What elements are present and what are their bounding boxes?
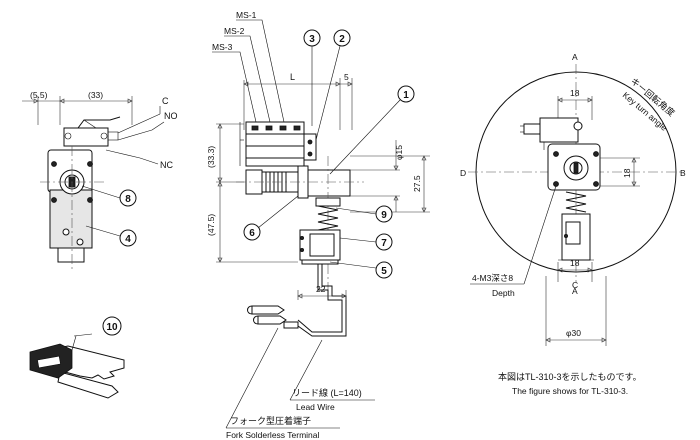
figure-note-jp: 本図はTL-310-3を示したものです。 bbox=[498, 371, 642, 382]
dim-5-top: 5 bbox=[344, 72, 349, 82]
dim-22: 22 bbox=[316, 284, 326, 294]
terminal-no-label: NO bbox=[164, 111, 178, 121]
figure-note-en: The figure shows for TL-310-3. bbox=[512, 386, 628, 396]
svg-text:3: 3 bbox=[309, 34, 315, 45]
dim-5-5-left: (5.5) bbox=[30, 90, 48, 100]
dim-18-right: 18 bbox=[622, 168, 632, 178]
svg-text:5: 5 bbox=[381, 266, 387, 277]
m3-depth-en: Depth bbox=[492, 288, 515, 298]
svg-text:8: 8 bbox=[125, 194, 131, 205]
svg-text:6: 6 bbox=[249, 228, 255, 239]
callout-6: 6 bbox=[243, 223, 261, 241]
right-front-view: A A B D C キー回転角度 Key turn angle 18 bbox=[460, 52, 686, 346]
callout-3: 3 bbox=[303, 29, 321, 47]
terminal-c-label: C bbox=[162, 96, 169, 106]
svg-text:2: 2 bbox=[339, 34, 345, 45]
fork-terminal-en: Fork Solderless Terminal bbox=[226, 430, 319, 440]
dim-18-top: 18 bbox=[570, 88, 580, 98]
callout-7: 7 bbox=[375, 233, 393, 251]
axis-c-bottom: C bbox=[572, 280, 578, 290]
axis-d: D bbox=[460, 168, 466, 178]
svg-text:10: 10 bbox=[106, 322, 118, 333]
dim-33-left: (33) bbox=[88, 90, 103, 100]
callout-8: 8 bbox=[119, 189, 137, 207]
terminal-nc-label: NC bbox=[160, 160, 173, 170]
fork-terminal-jp: フォーク型圧着端子 bbox=[230, 415, 311, 426]
svg-text:4: 4 bbox=[125, 234, 131, 245]
label-ms-1: MS-1 bbox=[236, 10, 257, 20]
label-ms-3: MS-3 bbox=[212, 42, 233, 52]
dim-phi30: φ30 bbox=[566, 328, 581, 338]
dim-33-3: (33.3) bbox=[206, 146, 216, 168]
dim-27-5: 27.5 bbox=[412, 175, 422, 192]
label-ms-2: MS-2 bbox=[224, 26, 245, 36]
dim-phi15: φ15 bbox=[394, 145, 404, 160]
dim-l: L bbox=[290, 72, 295, 82]
callout-1: 1 bbox=[397, 85, 415, 103]
m3-depth-jp: 4-M3深さ8 bbox=[472, 273, 513, 283]
lead-wire-en: Lead Wire bbox=[296, 402, 335, 412]
dim-47-5: (47.5) bbox=[206, 214, 216, 236]
key-illustration bbox=[29, 333, 125, 399]
callout-10: 10 bbox=[102, 316, 122, 336]
axis-a-top: A bbox=[572, 52, 578, 62]
center-side-view: MS-1 MS-2 MS-3 L 5 (33.3) (4 bbox=[206, 10, 430, 440]
left-end-view: (5.5) (33) C NO NC bbox=[22, 90, 178, 272]
callout-2: 2 bbox=[333, 29, 351, 47]
svg-text:9: 9 bbox=[381, 210, 387, 221]
svg-text:1: 1 bbox=[403, 90, 409, 101]
axis-a-bottom: A bbox=[572, 286, 578, 296]
callout-5: 5 bbox=[375, 261, 393, 279]
lead-wire-jp: リード線 (L=140) bbox=[292, 387, 362, 398]
axis-b: B bbox=[680, 168, 686, 178]
dim-18-bottom: 18 bbox=[570, 258, 580, 268]
svg-text:7: 7 bbox=[381, 238, 387, 249]
callout-4: 4 bbox=[119, 229, 137, 247]
callout-9: 9 bbox=[375, 205, 393, 223]
